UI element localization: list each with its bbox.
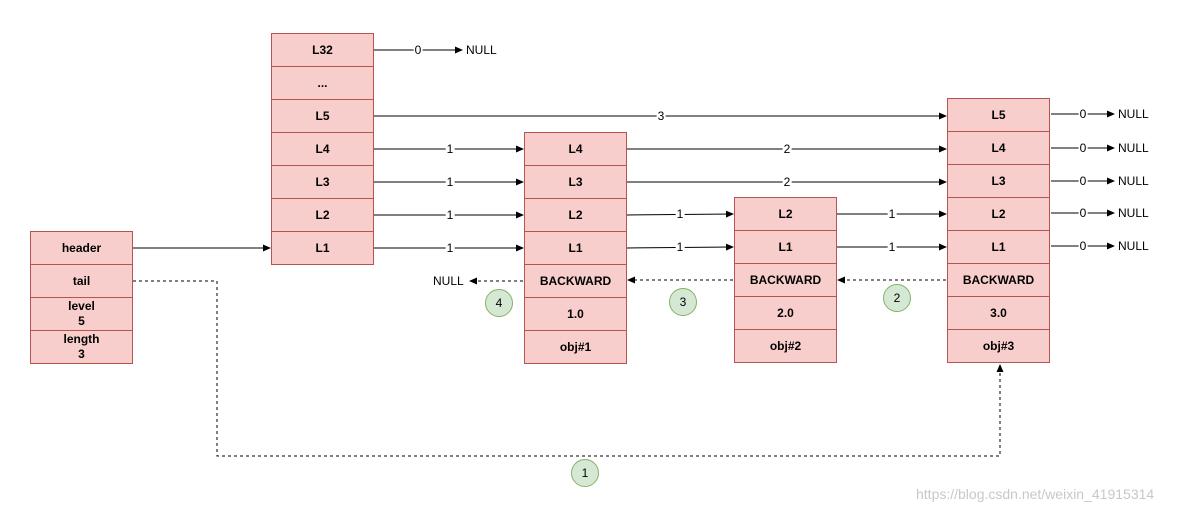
- span-label-l3-node1-node3: 2: [782, 175, 792, 189]
- node1-level-l1: L1: [524, 231, 627, 265]
- node1-level-l3: L3: [524, 165, 627, 199]
- node3-level-l4: L4: [947, 131, 1050, 165]
- node3-score: 3.0: [947, 296, 1050, 330]
- node1-obj: obj#1: [524, 330, 627, 364]
- span-label-l32: 0: [413, 43, 423, 57]
- node2-level-l1: L1: [734, 230, 837, 264]
- span-label-node3-l3: 0: [1078, 174, 1088, 188]
- node3-obj: obj#3: [947, 329, 1050, 363]
- step-4-badge: 4: [485, 289, 513, 317]
- head-level-l5: L5: [271, 99, 374, 133]
- head-level-l3: L3: [271, 165, 374, 199]
- head-level-l1: L1: [271, 231, 374, 265]
- span-label-l4-node1-node3: 2: [782, 142, 792, 156]
- header-field: header: [30, 231, 133, 265]
- span-label-l1-node1-node2: 1: [675, 240, 685, 254]
- node2-level-l2: L2: [734, 197, 837, 231]
- null-l32: NULL: [466, 43, 497, 57]
- head-level-ellipsis: ...: [271, 66, 374, 100]
- null-node3-l4: NULL: [1118, 141, 1149, 155]
- level-value: 5: [78, 314, 85, 328]
- span-label-l1-head-node1: 1: [445, 241, 455, 255]
- level-field: level 5: [30, 297, 133, 331]
- length-field: length 3: [30, 330, 133, 364]
- length-value: 3: [78, 347, 85, 361]
- step-1-badge: 1: [571, 459, 599, 487]
- span-label-l5-head-node3: 3: [656, 109, 666, 123]
- step-2-badge: 2: [883, 284, 911, 312]
- span-label-l2-node2-node3: 1: [887, 207, 897, 221]
- step-3-badge: 3: [669, 288, 697, 316]
- watermark: https://blog.csdn.net/weixin_41915314: [916, 486, 1155, 502]
- span-label-node3-l4: 0: [1078, 141, 1088, 155]
- node1-level-l2: L2: [524, 198, 627, 232]
- node1-backward: BACKWARD: [524, 264, 627, 298]
- node1-level-l4: L4: [524, 132, 627, 166]
- head-level-l32: L32: [271, 33, 374, 67]
- tail-field: tail: [30, 264, 133, 298]
- node3-level-l1: L1: [947, 230, 1050, 264]
- null-node3-l5: NULL: [1118, 107, 1149, 121]
- node2-obj: obj#2: [734, 329, 837, 363]
- tail-to-node3-arrow: [133, 280, 1004, 457]
- span-label-l2-head-node1: 1: [445, 208, 455, 222]
- node3-backward: BACKWARD: [947, 263, 1050, 297]
- span-label-node3-l1: 0: [1078, 239, 1088, 253]
- span-label-node3-l2: 0: [1078, 206, 1088, 220]
- length-label: length: [63, 332, 100, 346]
- span-label-l4-head-node1: 1: [445, 142, 455, 156]
- node2-backward: BACKWARD: [734, 263, 837, 297]
- level-label: level: [68, 299, 95, 313]
- node3-level-l5: L5: [947, 98, 1050, 132]
- node1-score: 1.0: [524, 297, 627, 331]
- head-level-l4: L4: [271, 132, 374, 166]
- null-backward: NULL: [433, 274, 464, 288]
- head-level-l2: L2: [271, 198, 374, 232]
- null-node3-l2: NULL: [1118, 206, 1149, 220]
- null-node3-l3: NULL: [1118, 174, 1149, 188]
- node3-level-l2: L2: [947, 197, 1050, 231]
- span-label-l1-node2-node3: 1: [887, 240, 897, 254]
- span-label-node3-l5: 0: [1078, 107, 1088, 121]
- node3-level-l3: L3: [947, 164, 1050, 198]
- node2-score: 2.0: [734, 296, 837, 330]
- null-node3-l1: NULL: [1118, 239, 1149, 253]
- span-label-l2-node1-node2: 1: [675, 207, 685, 221]
- span-label-l3-head-node1: 1: [445, 175, 455, 189]
